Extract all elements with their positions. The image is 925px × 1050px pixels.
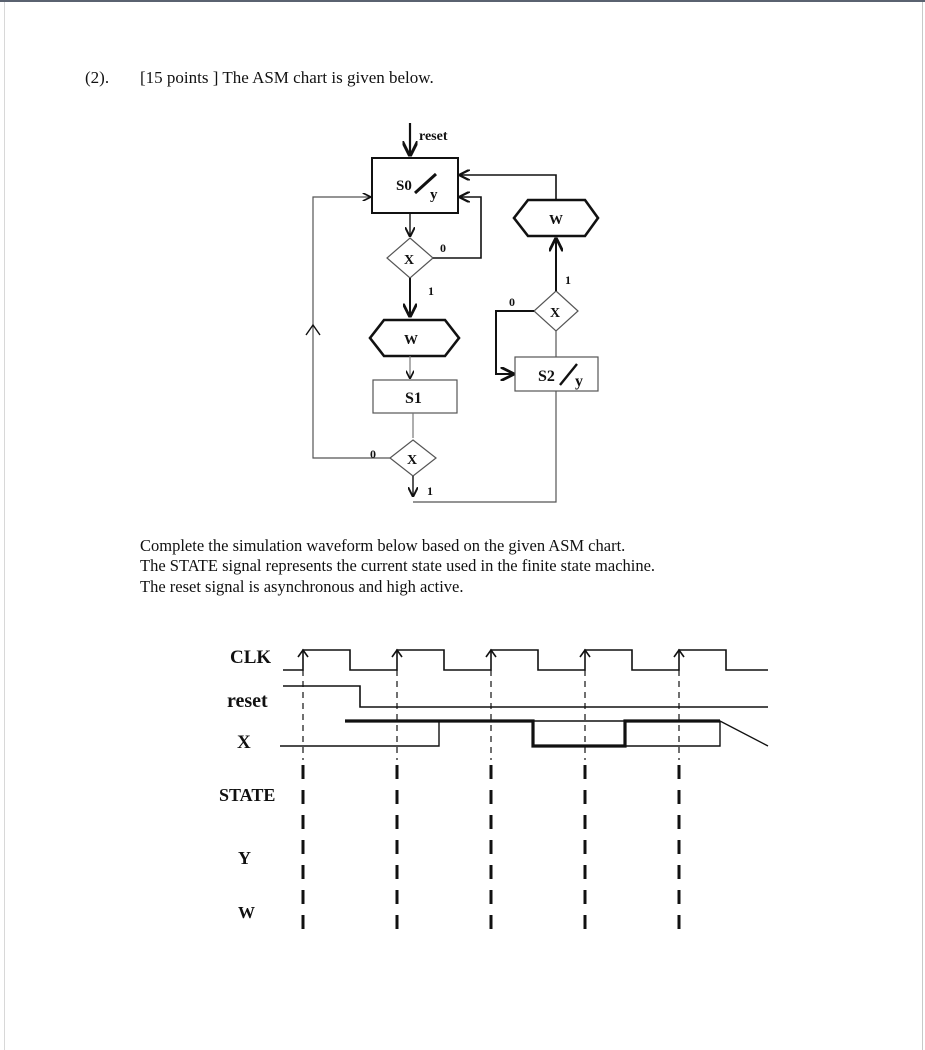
instruction-line-3: The reset signal is asynchronous and hig…: [140, 577, 464, 596]
clk-edge-arrow: [579, 648, 591, 658]
state-signal-label: STATE: [219, 785, 275, 805]
x3-one-label: 1: [565, 273, 571, 287]
x3-zero-loop: [495, 310, 534, 374]
clk-waveform: [283, 649, 768, 671]
x-signal-label: X: [237, 732, 251, 753]
x2-one-label: 1: [427, 484, 433, 498]
w2-to-s0-line: [460, 175, 557, 200]
w2-label: W: [549, 213, 563, 228]
x2-zero-loop: [312, 197, 390, 459]
asm-chart: reset S0 y X 0 1 W S1 X 0 1 S2 y X 0 1 W: [305, 123, 600, 503]
s0-output-label: y: [430, 187, 438, 203]
reset-signal-label: reset: [227, 690, 268, 712]
w-conditional-box-1: [368, 318, 461, 358]
timing-diagram: CLK reset X STATE Y W: [219, 647, 769, 930]
x2-zero-label: 0: [370, 447, 376, 461]
w1-label: W: [404, 333, 418, 348]
w-conditional-box-2: [512, 198, 600, 238]
left-border: [4, 2, 5, 1050]
x2-label: X: [407, 453, 417, 468]
reset-label: reset: [419, 129, 448, 144]
w-signal-label: W: [238, 903, 255, 922]
x-waveform: [280, 719, 769, 747]
s1-state-label: S1: [405, 390, 422, 407]
x1-zero-loop: [433, 197, 482, 259]
s2-state-box: [514, 356, 599, 392]
clk-edge-arrow: [297, 648, 309, 658]
instruction-line-2: The STATE signal represents the current …: [140, 556, 656, 575]
s0-state-box: [371, 157, 459, 214]
clk-edge-arrow: [673, 648, 685, 658]
x1-zero-label: 0: [440, 241, 446, 255]
x2-one-to-s2-line: [413, 391, 557, 503]
x3-label: X: [550, 306, 560, 321]
x-decision-3: [533, 290, 579, 332]
x1-label: X: [404, 253, 414, 268]
left-loop-up-arrow: [305, 323, 321, 336]
question-number: (2).: [85, 68, 110, 87]
question-text: [15 points ] The ASM chart is given belo…: [140, 68, 434, 87]
reset-waveform: [283, 685, 768, 708]
x3-zero-label: 0: [509, 295, 515, 309]
right-border: [922, 2, 923, 1050]
top-border: [0, 0, 925, 2]
s2-slash: [559, 363, 578, 386]
clk-edge-arrow: [391, 648, 403, 658]
instruction-line-1: Complete the simulation waveform below b…: [140, 536, 626, 555]
clk-edge-arrow: [485, 648, 497, 658]
s1-state-box: [372, 379, 458, 414]
s2-state-label: S2: [538, 368, 555, 385]
y-signal-label: Y: [238, 848, 251, 868]
clk-signal-label: CLK: [230, 647, 271, 668]
s0-state-label: S0: [396, 178, 412, 194]
s2-output-label: y: [575, 373, 583, 390]
x1-one-label: 1: [428, 284, 434, 298]
x-waveform-emphasis: [345, 719, 720, 748]
s0-slash: [413, 172, 438, 195]
